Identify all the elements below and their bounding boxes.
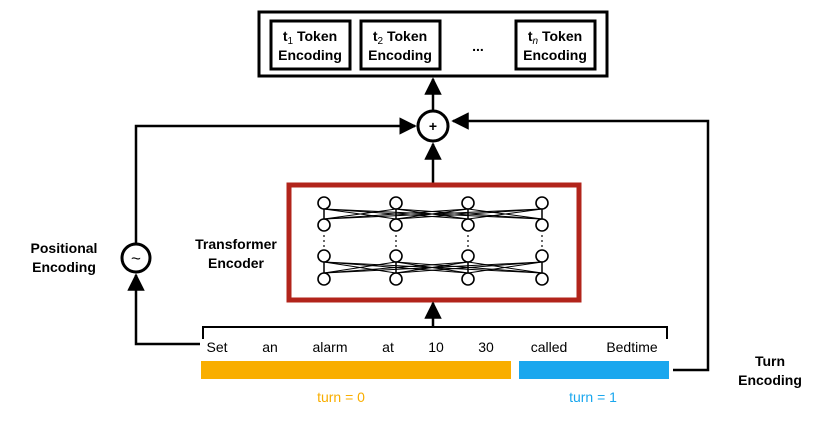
attention-edge: [323, 208, 397, 220]
sine-icon: ~: [131, 249, 141, 268]
input-word: at: [382, 339, 394, 355]
sum-symbol: +: [429, 118, 437, 134]
turn-0-label: turn = 0: [317, 389, 365, 405]
input-word: an: [262, 339, 278, 355]
token-1-title: t1 Token: [283, 28, 337, 47]
network-node: [389, 196, 403, 210]
network-node: [389, 218, 403, 232]
network-node: [535, 249, 549, 263]
input-bracket: [202, 326, 668, 339]
input-word: called: [531, 339, 568, 355]
input-sentence: Set an alarm at 10 30 called Bedtime: [206, 339, 657, 355]
attention-edge: [323, 261, 543, 274]
network-node: [535, 218, 549, 232]
network-node: [461, 196, 475, 210]
turn-1-label: turn = 1: [569, 389, 617, 405]
network-node: [317, 249, 331, 263]
transformer-network-graphic: [317, 196, 549, 286]
positional-encoding-node: ~: [120, 242, 152, 274]
ellipsis-dot: [395, 245, 397, 247]
network-node: [389, 272, 403, 286]
transformer-label-line1: Transformer: [195, 236, 277, 252]
attention-edge: [467, 208, 543, 220]
token-2-subtitle: Encoding: [368, 47, 432, 63]
network-node: [317, 272, 331, 286]
token-box-2: t2 Token Encoding: [359, 19, 442, 71]
network-node: [317, 218, 331, 232]
network-node: [461, 249, 475, 263]
positional-label-line1: Positional: [31, 240, 98, 256]
ellipsis-dot: [323, 245, 325, 247]
token-n-title: tn Token: [528, 28, 582, 47]
network-node: [461, 218, 475, 232]
token-box-n: tn Token Encoding: [514, 19, 597, 71]
turn-encoding-label-line2: Encoding: [738, 372, 802, 388]
token-1-subtitle: Encoding: [278, 47, 342, 63]
turn-encoding-path: [451, 112, 710, 372]
positional-label-line2: Encoding: [32, 259, 96, 275]
input-word: Bedtime: [606, 339, 658, 355]
ellipsis-dot: [395, 240, 397, 242]
turn-0-bar: [201, 361, 511, 379]
attention-edge: [467, 261, 543, 274]
ellipsis-dot: [467, 240, 469, 242]
network-node: [535, 196, 549, 210]
positional-path-to-sum: [134, 117, 417, 243]
transformer-encoder-box: [286, 182, 582, 303]
ellipsis-dot: [467, 245, 469, 247]
token-2-title: t2 Token: [373, 28, 427, 47]
turn-1-bar: [519, 361, 669, 379]
network-node: [317, 196, 331, 210]
network-node: [389, 249, 403, 263]
ellipsis-dot: [541, 245, 543, 247]
token-n-subtitle: Encoding: [523, 47, 587, 63]
token-ellipsis: ...: [472, 38, 484, 54]
transformer-label-line2: Encoder: [208, 255, 265, 271]
ellipsis-dot: [541, 240, 543, 242]
ellipsis-dot: [541, 235, 543, 237]
ellipsis-dot: [323, 235, 325, 237]
ellipsis-dot: [323, 240, 325, 242]
network-node: [535, 272, 549, 286]
attention-edge: [395, 261, 543, 274]
output-container: [257, 10, 609, 78]
token-box-1: t1 Token Encoding: [269, 19, 352, 71]
input-word: 30: [478, 339, 494, 355]
input-word: Set: [206, 339, 227, 355]
positional-path-input: [127, 273, 200, 346]
ellipsis-dot: [395, 235, 397, 237]
turn-encoding-label-line1: Turn: [755, 353, 785, 369]
input-word: alarm: [312, 339, 347, 355]
attention-edge: [323, 208, 543, 220]
network-node: [461, 272, 475, 286]
sum-node: +: [416, 109, 450, 143]
input-word: 10: [428, 339, 444, 355]
attention-edge: [395, 208, 543, 220]
attention-edge: [323, 261, 397, 274]
ellipsis-dot: [467, 235, 469, 237]
